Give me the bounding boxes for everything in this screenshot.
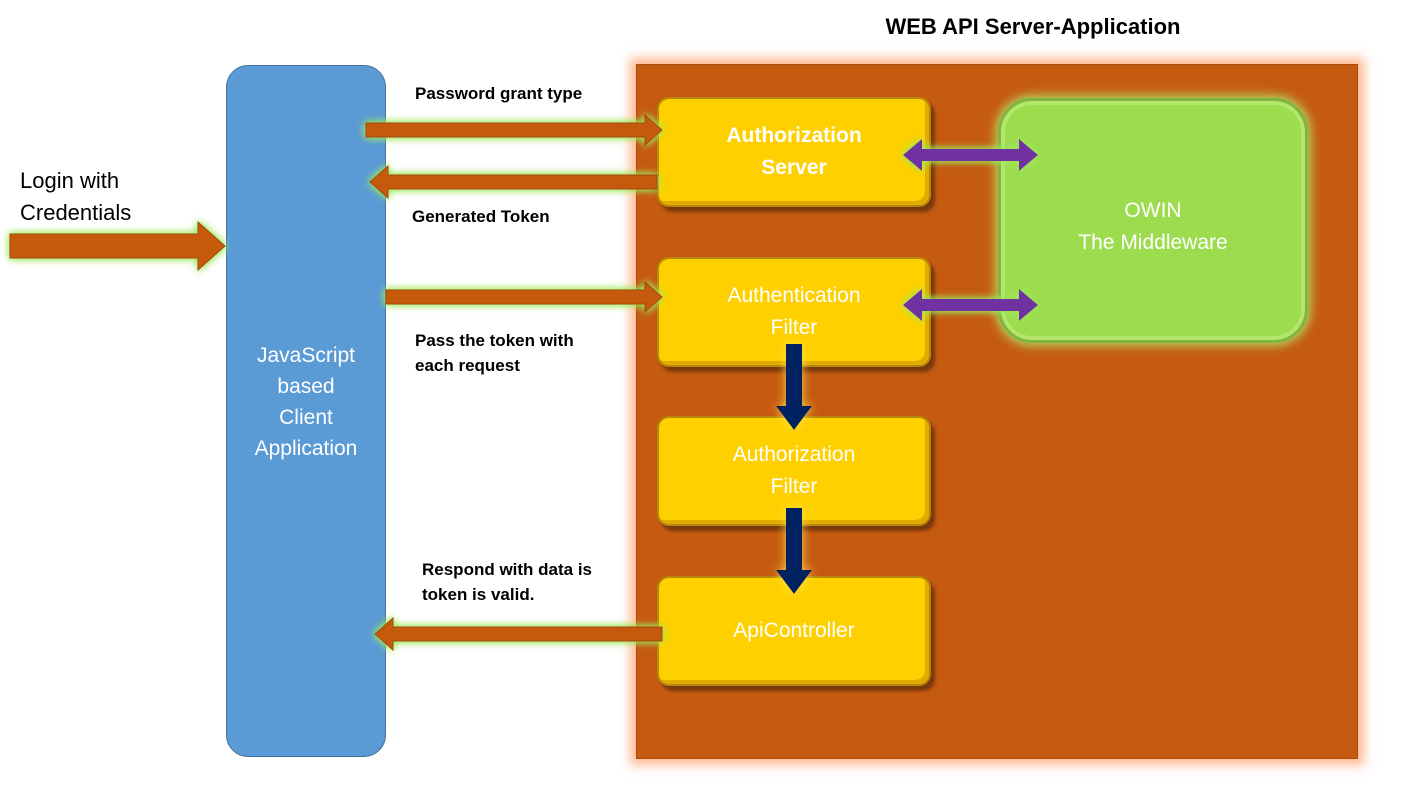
client-application-label: JavaScript based Client Application	[236, 340, 376, 464]
respond-arrow	[374, 616, 663, 652]
pass-token-label-line2: each request	[415, 356, 520, 375]
client-label-line2: based	[277, 375, 335, 398]
respond-label: Respond with data is token is valid.	[422, 557, 592, 607]
login-label: Login with Credentials	[20, 165, 131, 229]
login-arrow	[9, 220, 226, 272]
owin-middleware-box: OWIN The Middleware	[998, 98, 1308, 343]
login-label-line2: Credentials	[20, 200, 132, 225]
pass-token-label: Pass the token with each request	[415, 328, 574, 378]
api-controller-label: ApiController	[733, 619, 855, 642]
authorization-server-label: Authorization Server	[726, 120, 861, 184]
authorization-filter-line1: Authorization	[732, 443, 856, 466]
authorization-to-controller-arrow	[776, 508, 812, 594]
auth-filter-owin-arrow	[903, 289, 1038, 321]
respond-label-line1: Respond with data is	[422, 560, 593, 579]
authentication-filter-line1: Authentication	[727, 284, 861, 307]
auth-server-owin-arrow	[903, 139, 1038, 171]
authorization-server-line2: Server	[761, 156, 827, 179]
client-label-line1: JavaScript	[256, 344, 356, 367]
generated-token-arrow	[369, 164, 658, 200]
password-grant-label: Password grant type	[415, 84, 583, 103]
client-application-box: JavaScript based Client Application	[226, 65, 386, 757]
authorization-filter-box: Authorization Filter	[657, 416, 931, 526]
pass-token-label-line1: Pass the token with	[415, 331, 574, 350]
authentication-to-authorization-arrow	[776, 344, 812, 430]
generated-token-label: Generated Token	[412, 207, 550, 226]
respond-label-line2: token is valid.	[422, 585, 535, 604]
owin-label: OWIN The Middleware	[1001, 195, 1305, 259]
owin-label-line2: The Middleware	[1078, 231, 1228, 254]
authentication-filter-label: Authentication Filter	[727, 280, 860, 344]
authorization-server-box: Authorization Server	[657, 97, 931, 207]
authorization-server-line1: Authorization	[726, 124, 862, 147]
authentication-filter-line2: Filter	[770, 316, 818, 339]
client-label-line3: Client	[279, 406, 333, 429]
client-label-line4: Application	[254, 437, 358, 460]
server-title: WEB API Server-Application	[885, 14, 1181, 39]
owin-label-line1: OWIN	[1124, 199, 1182, 222]
authorization-filter-line2: Filter	[770, 475, 818, 498]
pass-token-arrow	[385, 280, 663, 314]
authorization-filter-label: Authorization Filter	[733, 439, 856, 503]
login-label-line1: Login with	[20, 168, 120, 193]
password-grant-arrow	[365, 113, 663, 147]
